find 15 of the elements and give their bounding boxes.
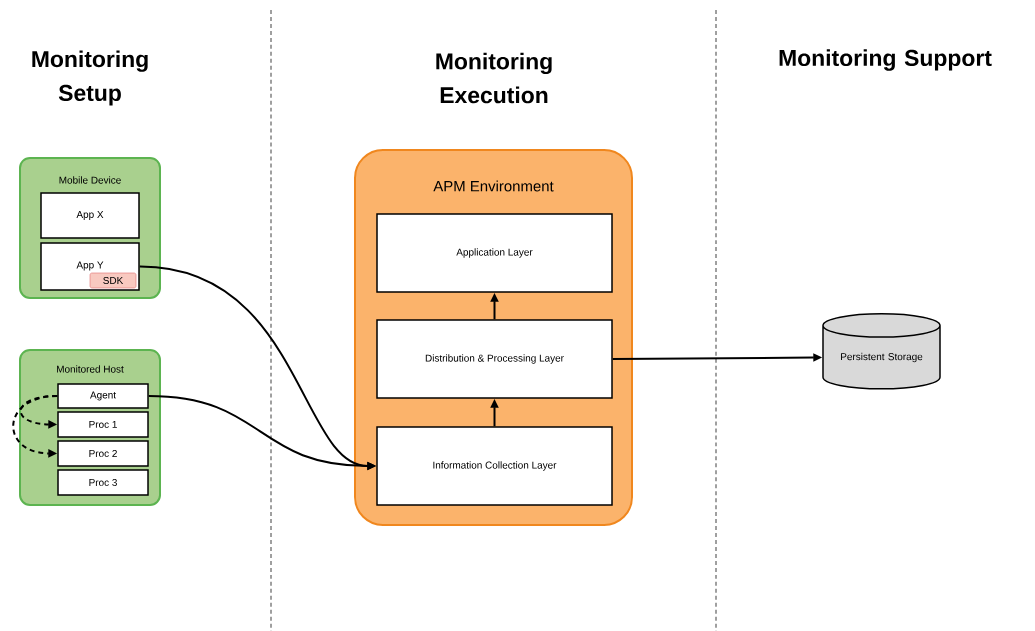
arrow <box>12 395 59 458</box>
component-box: Agent <box>57 383 149 409</box>
component-box: App X <box>40 192 140 239</box>
component-box: Information Collection Layer <box>376 426 613 506</box>
component-box: Proc 3 <box>57 469 149 496</box>
component-box: Proc 2 <box>57 440 149 467</box>
column-heading: Monitoring Support <box>779 49 992 71</box>
column-heading: Monitoring Execution <box>436 52 552 104</box>
sdk-tag: SDK <box>89 272 137 289</box>
component-box: Proc 1 <box>57 411 149 438</box>
component-box: Distribution & Processing Layer <box>376 319 613 399</box>
arrow <box>19 395 59 429</box>
column-heading: Monitoring Setup <box>32 50 148 106</box>
storage-cylinder: Persistent Storage <box>822 313 941 390</box>
component-box: Application Layer <box>376 213 613 293</box>
